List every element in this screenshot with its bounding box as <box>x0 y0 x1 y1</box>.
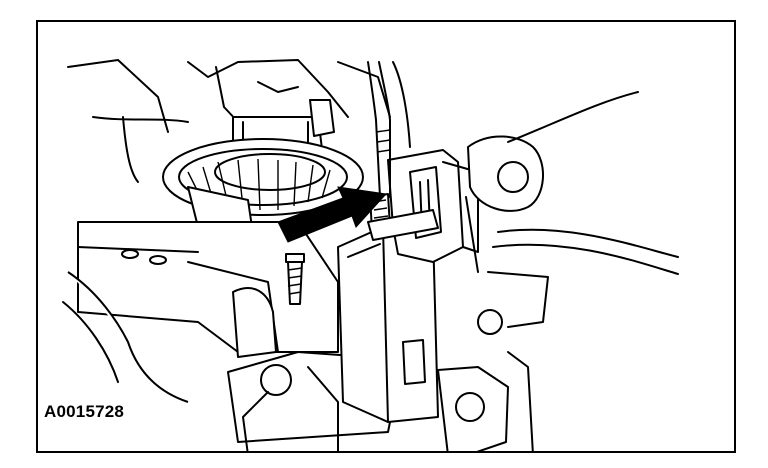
line-drawing <box>62 59 679 451</box>
electrical-connector <box>367 149 479 263</box>
arrow-icon <box>277 186 388 243</box>
illustration-frame: A0015728 <box>36 20 736 453</box>
sensor-ring <box>162 138 364 235</box>
screw <box>285 253 305 305</box>
mounting-bracket <box>62 221 339 403</box>
figure-id-label: A0015728 <box>44 402 125 421</box>
mounting-boss <box>465 91 679 275</box>
wiring-harness <box>367 61 391 198</box>
